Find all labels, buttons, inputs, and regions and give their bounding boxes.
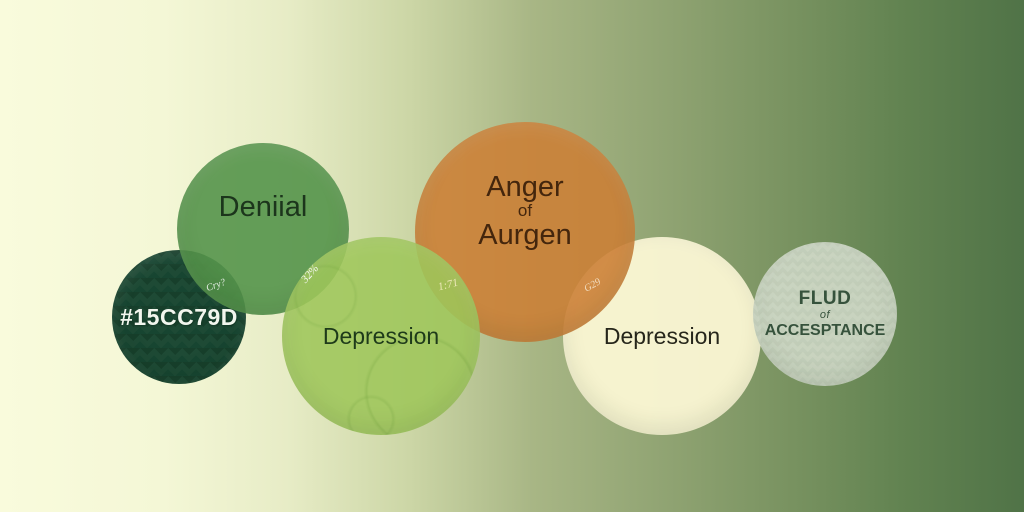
acceptance-text-line2: of [819, 309, 831, 322]
denial-label: Deniial [218, 190, 308, 223]
acceptance-text-line3: ACCESPTANCE [764, 322, 886, 340]
denial-text: Deniial [218, 190, 308, 223]
depression-green-text: Depression [322, 322, 440, 349]
anger-text-line3: Aurgen [478, 218, 572, 251]
depression-green-circle: Depression [282, 237, 480, 435]
acceptance-label: FLUD of ACCESPTANCE [765, 288, 886, 341]
anger-text-line1: Anger [486, 170, 564, 203]
depression-green-label: Depression [323, 324, 439, 348]
depression-cream-text: Depression [603, 322, 721, 349]
anger-text-line2: of [517, 201, 533, 221]
anger-label: Anger of Aurgen [478, 170, 572, 251]
depression-cream-label: Depression [604, 324, 720, 348]
acceptance-text-line1: FLUD [798, 287, 852, 309]
acceptance-circle: FLUD of ACCESPTANCE [753, 242, 897, 386]
hex-code-text: #15CC79D [120, 303, 238, 330]
hex-code-label: #15CC79D [120, 305, 238, 329]
